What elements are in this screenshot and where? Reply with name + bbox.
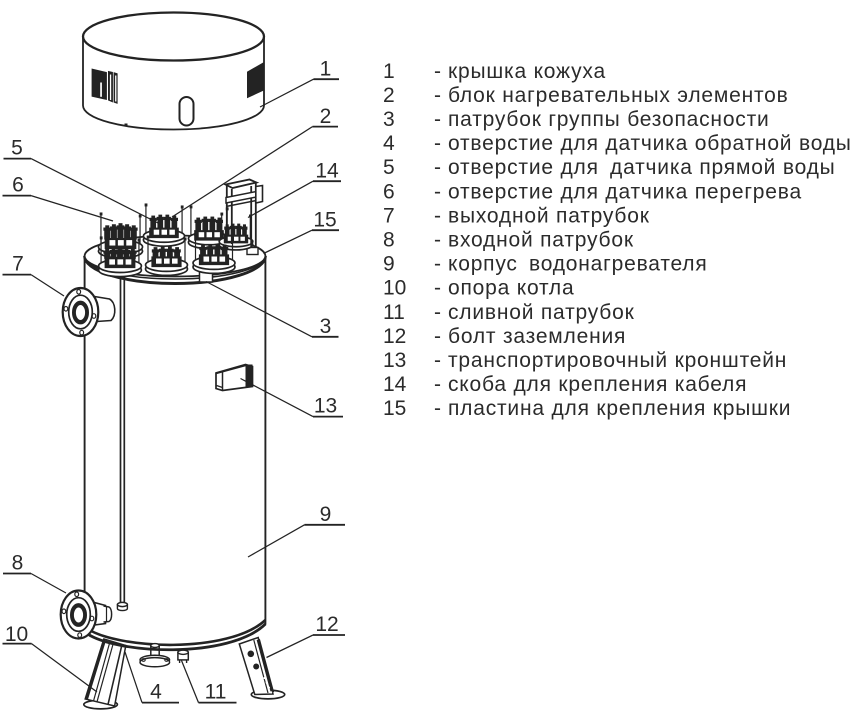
svg-text:блок нагревательных элементов: блок нагревательных элементов	[448, 84, 789, 107]
svg-text:-: -	[434, 301, 441, 324]
svg-text:-: -	[434, 204, 441, 227]
svg-text:-: -	[434, 253, 441, 276]
svg-text:14: 14	[315, 160, 339, 183]
svg-text:11: 11	[205, 681, 227, 704]
svg-text:опора котла: опора котла	[448, 277, 574, 300]
svg-text:15: 15	[383, 397, 406, 420]
svg-text:-: -	[434, 132, 441, 155]
svg-text:9: 9	[320, 503, 332, 526]
svg-text:1: 1	[383, 60, 395, 83]
svg-text:6: 6	[383, 180, 395, 203]
svg-text:7: 7	[383, 204, 395, 227]
svg-text:3: 3	[320, 315, 332, 338]
svg-text:выходной патрубок: выходной патрубок	[448, 204, 650, 227]
svg-text:-: -	[434, 373, 441, 396]
svg-text:12: 12	[383, 325, 406, 348]
svg-text:9: 9	[383, 253, 395, 276]
svg-text:13: 13	[383, 349, 406, 372]
svg-text:-: -	[434, 108, 441, 131]
svg-text:15: 15	[313, 209, 336, 232]
svg-text:3: 3	[383, 108, 395, 131]
svg-text:14: 14	[383, 373, 407, 396]
svg-text:13: 13	[314, 395, 337, 418]
svg-text:4: 4	[150, 681, 162, 704]
svg-text:10: 10	[383, 277, 406, 300]
svg-text:7: 7	[12, 253, 24, 276]
svg-text:8: 8	[383, 229, 395, 252]
svg-text:5: 5	[383, 156, 395, 179]
svg-text:крышка кожуха: крышка кожуха	[448, 60, 606, 83]
svg-text:8: 8	[12, 552, 24, 575]
svg-text:-: -	[434, 229, 441, 252]
svg-text:6: 6	[12, 174, 24, 197]
svg-text:-: -	[434, 325, 441, 348]
svg-text:сливной патрубок: сливной патрубок	[448, 301, 635, 324]
svg-text:скоба для крепления кабеля: скоба для крепления кабеля	[448, 373, 747, 396]
svg-text:-: -	[434, 349, 441, 372]
svg-text:1: 1	[320, 58, 332, 81]
svg-text:2: 2	[383, 84, 395, 107]
svg-text:10: 10	[5, 623, 28, 646]
svg-text:отверстие для датчика прямой в: отверстие для датчика прямой воды	[448, 156, 836, 179]
svg-text:-: -	[434, 60, 441, 83]
svg-text:отверстие для датчика перегрев: отверстие для датчика перегрева	[448, 180, 802, 203]
svg-text:4: 4	[383, 132, 395, 155]
svg-text:входной патрубок: входной патрубок	[448, 229, 634, 252]
svg-text:-: -	[434, 397, 441, 420]
svg-text:патрубок группы безопасности: патрубок группы безопасности	[448, 108, 770, 131]
svg-text:12: 12	[315, 613, 338, 636]
svg-text:2: 2	[320, 105, 332, 128]
svg-text:5: 5	[11, 137, 23, 160]
svg-text:транспортировочный кронштейн: транспортировочный кронштейн	[448, 349, 787, 372]
svg-text:-: -	[434, 84, 441, 107]
svg-text:отверстие для датчика обратной: отверстие для датчика обратной воды	[448, 132, 852, 155]
svg-text:11: 11	[383, 301, 405, 324]
svg-text:корпус водонагревателя: корпус водонагревателя	[448, 253, 708, 276]
svg-text:-: -	[434, 277, 441, 300]
svg-text:пластина для крепления крышки: пластина для крепления крышки	[448, 397, 791, 420]
svg-text:болт заземления: болт заземления	[448, 325, 626, 348]
svg-text:-: -	[434, 156, 441, 179]
svg-text:-: -	[434, 180, 441, 203]
